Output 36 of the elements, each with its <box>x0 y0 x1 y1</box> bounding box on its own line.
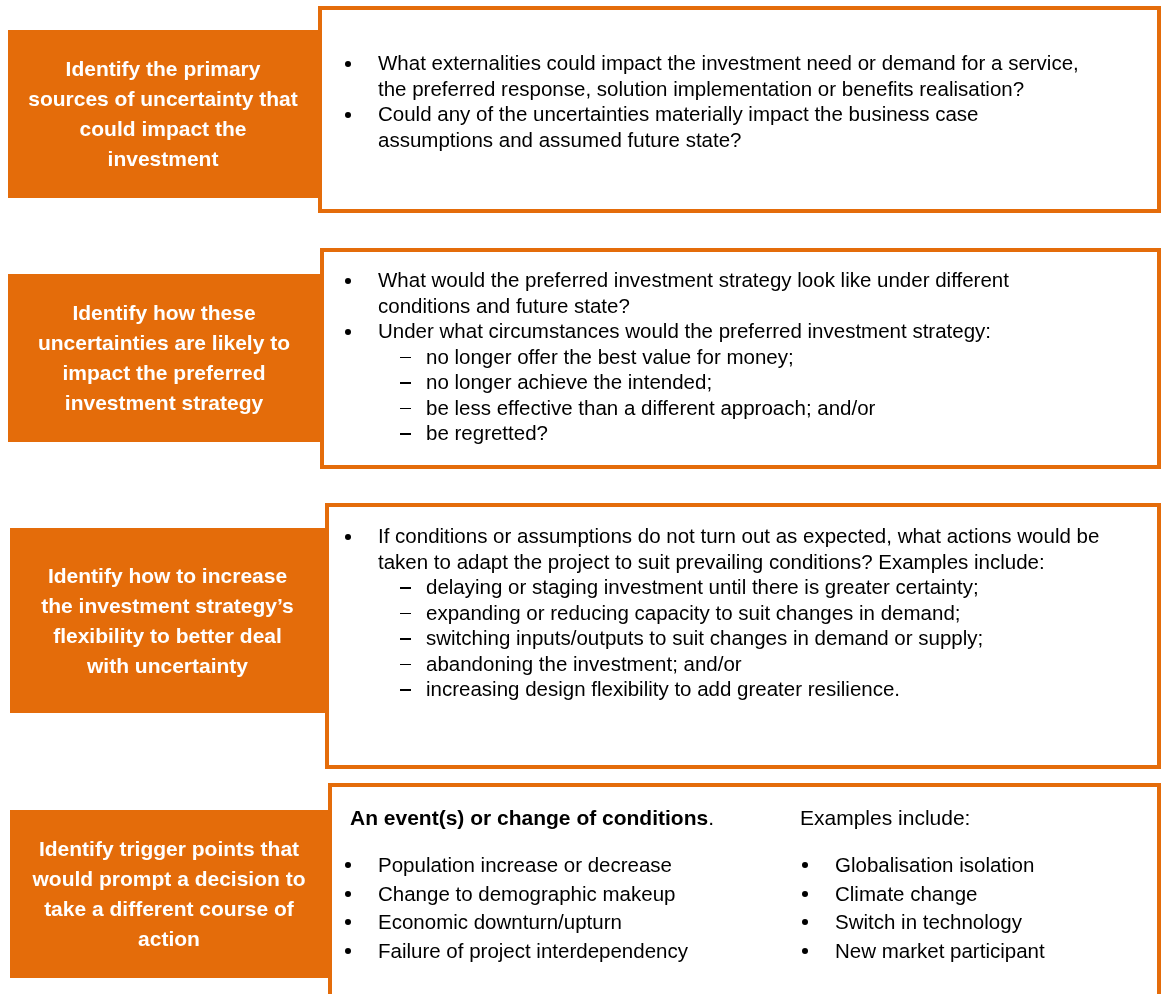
question-panel <box>328 783 1161 994</box>
list-item: Population increase or decrease <box>378 853 673 876</box>
sub-list-item: switching inputs/outputs to suit changes in demand or supply; <box>426 626 984 649</box>
list-item: Climate change <box>835 881 978 905</box>
sub-list-item: delaying or staging investment until there is greater certainty; <box>426 575 979 598</box>
list-item: What externalities could impact the investment need or demand for a service, the preferred response, solution implementation or benefits realisation? <box>378 51 1079 100</box>
panel-heading: An event(s) or change of conditions. <box>350 805 715 831</box>
question-panel <box>318 6 1161 213</box>
sub-list-item: no longer achieve the intended; <box>426 370 713 393</box>
step-box <box>8 30 318 198</box>
list-item: Globalisation isolation <box>835 853 1035 876</box>
question-panel <box>320 248 1161 469</box>
list-item: Change to demographic makeup <box>378 881 676 905</box>
step-label: Identify how these uncertainties are likely to impact the preferred investment strategy <box>36 300 292 416</box>
sub-list-item: abandoning the investment; and/or <box>426 651 742 675</box>
list-item: New market participant <box>835 938 1045 962</box>
list-item: What would the preferred investment strategy look like under different conditions and future state? <box>378 268 1009 317</box>
sub-list-item: expanding or reducing capacity to suit changes in demand; <box>426 600 961 624</box>
step-box <box>8 274 320 442</box>
sub-list-item: no longer offer the best value for money; <box>426 344 794 368</box>
sub-list-item: be less effective than a different approach; and/or <box>426 395 876 419</box>
sub-list-item: be regretted? <box>426 421 548 444</box>
step-box <box>10 810 328 978</box>
step-label: Identify trigger points that would prompt a decision to take a different course of action <box>31 836 307 952</box>
list-item: Failure of project interdependency <box>378 938 688 962</box>
list-item: Switch in technology <box>835 910 1022 933</box>
list-item: Under what circumstances would the preferred investment strategy: <box>378 319 991 342</box>
step-label: Identify how to increase the investment strategy’s flexibility to better deal with uncertainty <box>40 562 295 679</box>
step-box <box>10 528 325 713</box>
list-item: If conditions or assumptions do not turn out as expected, what actions would be taken to adapt the project to suit prevailing conditions? Examples include: <box>378 524 1100 573</box>
list-item: Economic downturn/upturn <box>378 910 622 933</box>
sub-list-item: increasing design flexibility to add greater resilience. <box>426 677 901 700</box>
question-panel <box>325 503 1161 769</box>
step-label: Identify the primary sources of uncertainty that could impact the investment <box>28 56 298 172</box>
list-item: Could any of the uncertainties materially impact the business case assumptions and assumed future state? <box>378 102 979 151</box>
panel-heading: Examples include: <box>800 805 971 831</box>
